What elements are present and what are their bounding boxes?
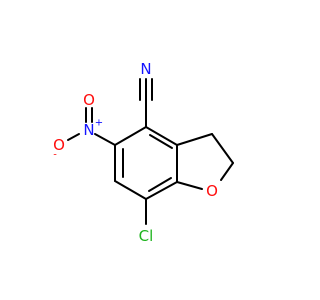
- atom-nitro-n: N: [83, 121, 94, 139]
- molecule-structure: N N + O O - O Cl: [53, 60, 234, 245]
- charge-nitro-n: +: [95, 118, 103, 129]
- bond-c7-c6: [114, 180, 147, 200]
- atom-labels: N N + O O - O Cl: [53, 60, 218, 245]
- bond-o1-c7a: [176, 181, 203, 190]
- atom-nitro-o-single: O: [53, 136, 65, 154]
- bond-c3a-c3: [176, 133, 213, 146]
- bond-c2-o1: [220, 162, 234, 181]
- atom-cl: Cl: [139, 227, 154, 245]
- bond-c5-nnitro: [94, 133, 116, 146]
- atom-ring-o: O: [206, 182, 218, 200]
- bonds: [67, 78, 234, 225]
- bond-c5-c4: [114, 126, 147, 146]
- atom-nitro-o-double: O: [83, 91, 95, 109]
- atom-nitrile-n: N: [140, 60, 151, 78]
- bond-c3-c2: [211, 133, 234, 164]
- bond-c4-c3a: [145, 126, 178, 146]
- bond-c4-c3a-inner: [149, 134, 173, 149]
- bond-c7a-c7: [145, 181, 178, 200]
- bond-c7a-c7-inner: [148, 177, 172, 192]
- bond-nnitro-o-single: [67, 133, 80, 141]
- charge-nitro-o: -: [53, 150, 57, 161]
- structure-canvas: N N + O O - O Cl: [53, 60, 234, 245]
